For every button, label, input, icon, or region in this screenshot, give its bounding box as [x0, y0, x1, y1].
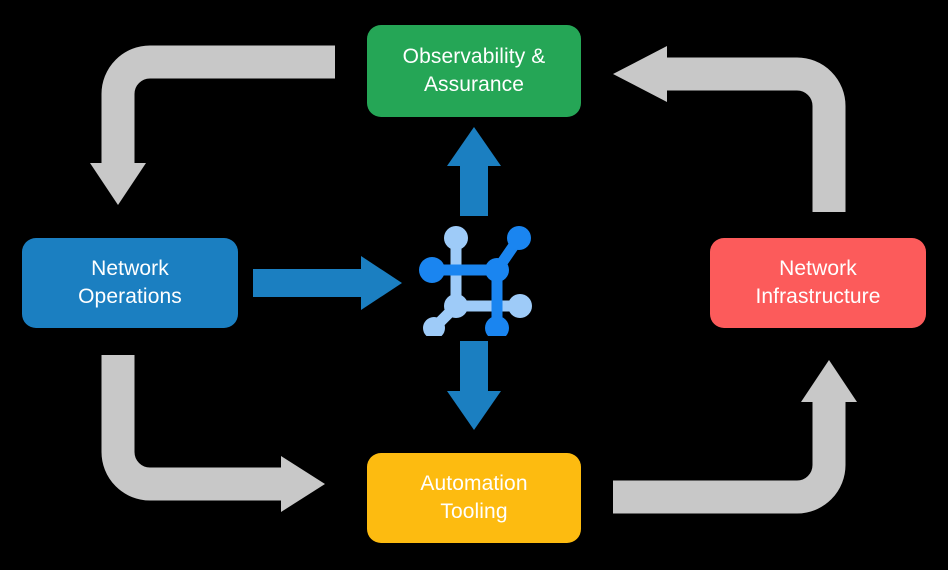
node-box-infrastructure[interactable]: Network Infrastructure: [710, 238, 926, 328]
node-label-automation: Automation Tooling: [420, 470, 527, 525]
node-label-line-2: Operations: [78, 285, 182, 308]
network-topology-icon: [419, 226, 532, 336]
node-label-line-1: Network: [779, 257, 857, 281]
node-label-observability: Observability & Assurance: [403, 43, 546, 98]
node-label-line-2: Tooling: [440, 500, 508, 523]
arrow-operations-to-automation: [101, 355, 325, 512]
node-label-line-2: Assurance: [423, 73, 525, 96]
node-label-infrastructure: Network Infrastructure: [755, 255, 880, 310]
arrow-automation-to-infrastructure: [613, 360, 857, 514]
node-box-automation[interactable]: Automation Tooling: [367, 453, 581, 543]
node-label-line-1: Observability &: [402, 45, 546, 69]
node-box-observability[interactable]: Observability & Assurance: [367, 25, 581, 117]
node-label-line-1: Network: [91, 257, 169, 281]
arrow-center-to-automation: [447, 341, 501, 430]
node-box-operations[interactable]: Network Operations: [22, 238, 238, 328]
arrow-infrastructure-to-observability: [613, 46, 846, 212]
node-label-line-2: Infrastructure: [755, 285, 881, 308]
arrow-center-to-observability: [447, 127, 501, 216]
node-label-line-1: Automation: [420, 472, 528, 496]
node-label-operations: Network Operations: [78, 255, 182, 310]
arrow-observability-to-operations: [90, 45, 335, 205]
arrow-operations-to-center: [253, 256, 402, 310]
